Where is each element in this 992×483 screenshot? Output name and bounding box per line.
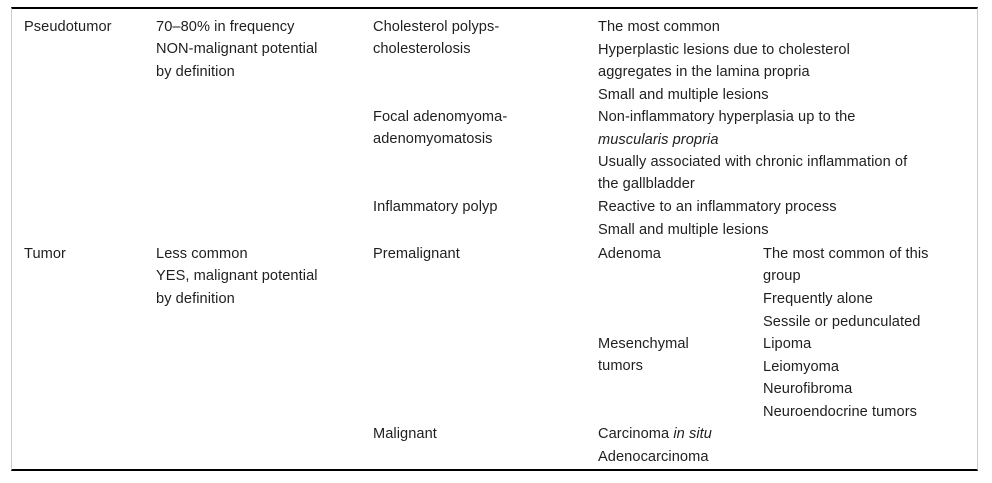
row-characteristics-pseudotumor: 70–80% in frequency NON-malignant potent… xyxy=(156,19,318,80)
detail-adenoma-sessile-pedunculated: Sessile or pedunculated xyxy=(763,313,921,330)
detail-cholesterol-small-multiple: Small and multiple lesions xyxy=(598,86,769,103)
detail-mesenchymal-neuroendocrine: Neuroendocrine tumors xyxy=(763,403,918,420)
comparison-table: Pseudotumor 70–80% in frequency NON-mali… xyxy=(11,7,978,471)
detail-mesenchymal-lipoma: Lipoma xyxy=(763,336,812,352)
detail-polyp-reactive: Reactive to an inflammatory process xyxy=(598,199,837,215)
detail-mesenchymal-neurofibroma: Neurofibroma xyxy=(763,381,853,397)
detail-cholesterol-hyperplastic: Hyperplastic lesions due to cholesterol … xyxy=(598,41,850,80)
subtype-cholesterol-polyps: Cholesterol polyps- cholesterolosis xyxy=(373,19,500,58)
row-characteristics-tumor: Less common YES, malignant potential by … xyxy=(156,246,318,307)
detail-adenomyoma-noninflammatory: Non-inflammatory hyperplasia up to the xyxy=(598,109,856,125)
detail-polyp-small-multiple: Small and multiple lesions xyxy=(598,221,769,238)
detail-adenomyoma-chronic-inflammation: Usually associated with chronic inflamma… xyxy=(598,154,908,193)
subtype-malignant: Malignant xyxy=(373,426,437,442)
subtype-focal-adenomyoma: Focal adenomyoma- adenomyomatosis xyxy=(373,109,508,148)
subtype-premalignant: Premalignant xyxy=(373,246,460,262)
entity-adenocarcinoma: Adenocarcinoma xyxy=(598,448,709,465)
detail-cholesterol-most-common: The most common xyxy=(598,19,720,35)
detail-adenomyoma-muscularis-propria: muscularis propria xyxy=(598,131,719,148)
subtype-inflammatory-polyp: Inflammatory polyp xyxy=(373,199,498,215)
entity-carcinoma-in-situ: Carcinoma in situ xyxy=(598,423,763,445)
row-category-tumor: Tumor xyxy=(24,246,66,262)
carcinoma-prefix: Carcinoma xyxy=(598,426,674,442)
detail-adenoma-most-common: The most common of this group xyxy=(763,246,929,285)
carcinoma-in-situ-italic: in situ xyxy=(673,426,712,442)
entity-mesenchymal-tumors: Mesenchymal tumors xyxy=(598,336,689,375)
detail-mesenchymal-leiomyoma: Leiomyoma xyxy=(763,358,840,375)
detail-adenoma-frequently-alone: Frequently alone xyxy=(763,291,873,307)
row-category-pseudotumor: Pseudotumor xyxy=(24,19,112,35)
entity-adenoma: Adenoma xyxy=(598,246,661,262)
